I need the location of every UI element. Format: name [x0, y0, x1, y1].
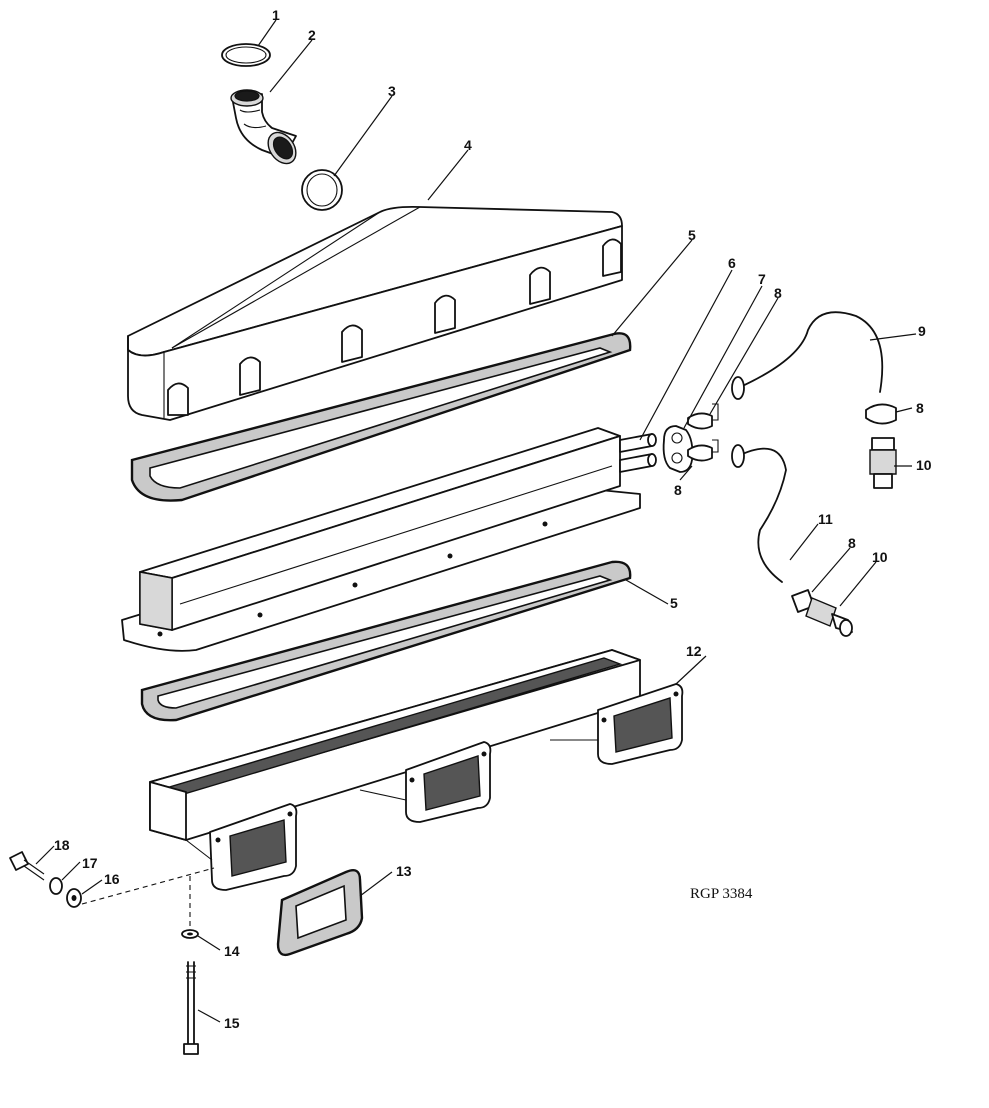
callout-13: 13	[396, 863, 412, 879]
callout-3: 3	[388, 83, 396, 99]
part-12-intake-manifold	[149, 649, 684, 891]
callout-8-core: 8	[674, 482, 682, 498]
callout-2: 2	[308, 27, 316, 43]
parts-16-17-18-fasteners	[9, 851, 215, 908]
part-2-elbow	[230, 89, 297, 165]
callout-1: 1	[272, 7, 280, 23]
part-4-cover	[127, 205, 623, 421]
callout-10-lower: 10	[872, 549, 888, 565]
callout-18: 18	[54, 837, 70, 853]
part-10-fitting-right	[869, 437, 897, 489]
part-14-washer	[181, 929, 199, 939]
part-8-clamps	[687, 403, 719, 462]
callout-12: 12	[686, 643, 702, 659]
callout-5-lower: 5	[670, 595, 678, 611]
callout-8-lower: 8	[848, 535, 856, 551]
part-7-seal	[662, 425, 694, 473]
part-5-lower-gasket	[140, 560, 632, 722]
part-5-upper-gasket	[130, 332, 632, 502]
callout-6: 6	[728, 255, 736, 271]
callout-9: 9	[918, 323, 926, 339]
callout-4: 4	[464, 137, 472, 153]
leader-lines	[35, 19, 917, 1023]
callout-7: 7	[758, 271, 766, 287]
callout-10-right: 10	[916, 457, 932, 473]
part-13-gasket	[276, 869, 364, 957]
part-8-10-lower-fitting	[791, 589, 853, 637]
callout-5-upper: 5	[688, 227, 696, 243]
callout-14: 14	[224, 943, 240, 959]
part-11-hose	[731, 444, 787, 583]
callout-8-top: 8	[774, 285, 782, 301]
callout-11: 11	[818, 511, 833, 527]
part-6-aftercooler-core	[121, 427, 657, 652]
part-3-o-ring	[301, 169, 343, 211]
callout-15: 15	[224, 1015, 240, 1031]
callout-17: 17	[82, 855, 98, 871]
part-15-stud-bolt	[183, 876, 199, 1055]
part-8-clamp-right	[865, 403, 897, 425]
figure-reference-code: RGP 3384	[690, 886, 753, 902]
callout-8-right: 8	[916, 400, 924, 416]
part-1-o-ring	[221, 43, 271, 67]
part-9-hose	[731, 311, 884, 400]
callouts: 1 2 3 4 5 6 7 8 9 8 10 8 11 8 10 5 12 13…	[54, 7, 932, 1031]
callout-16: 16	[104, 871, 120, 887]
